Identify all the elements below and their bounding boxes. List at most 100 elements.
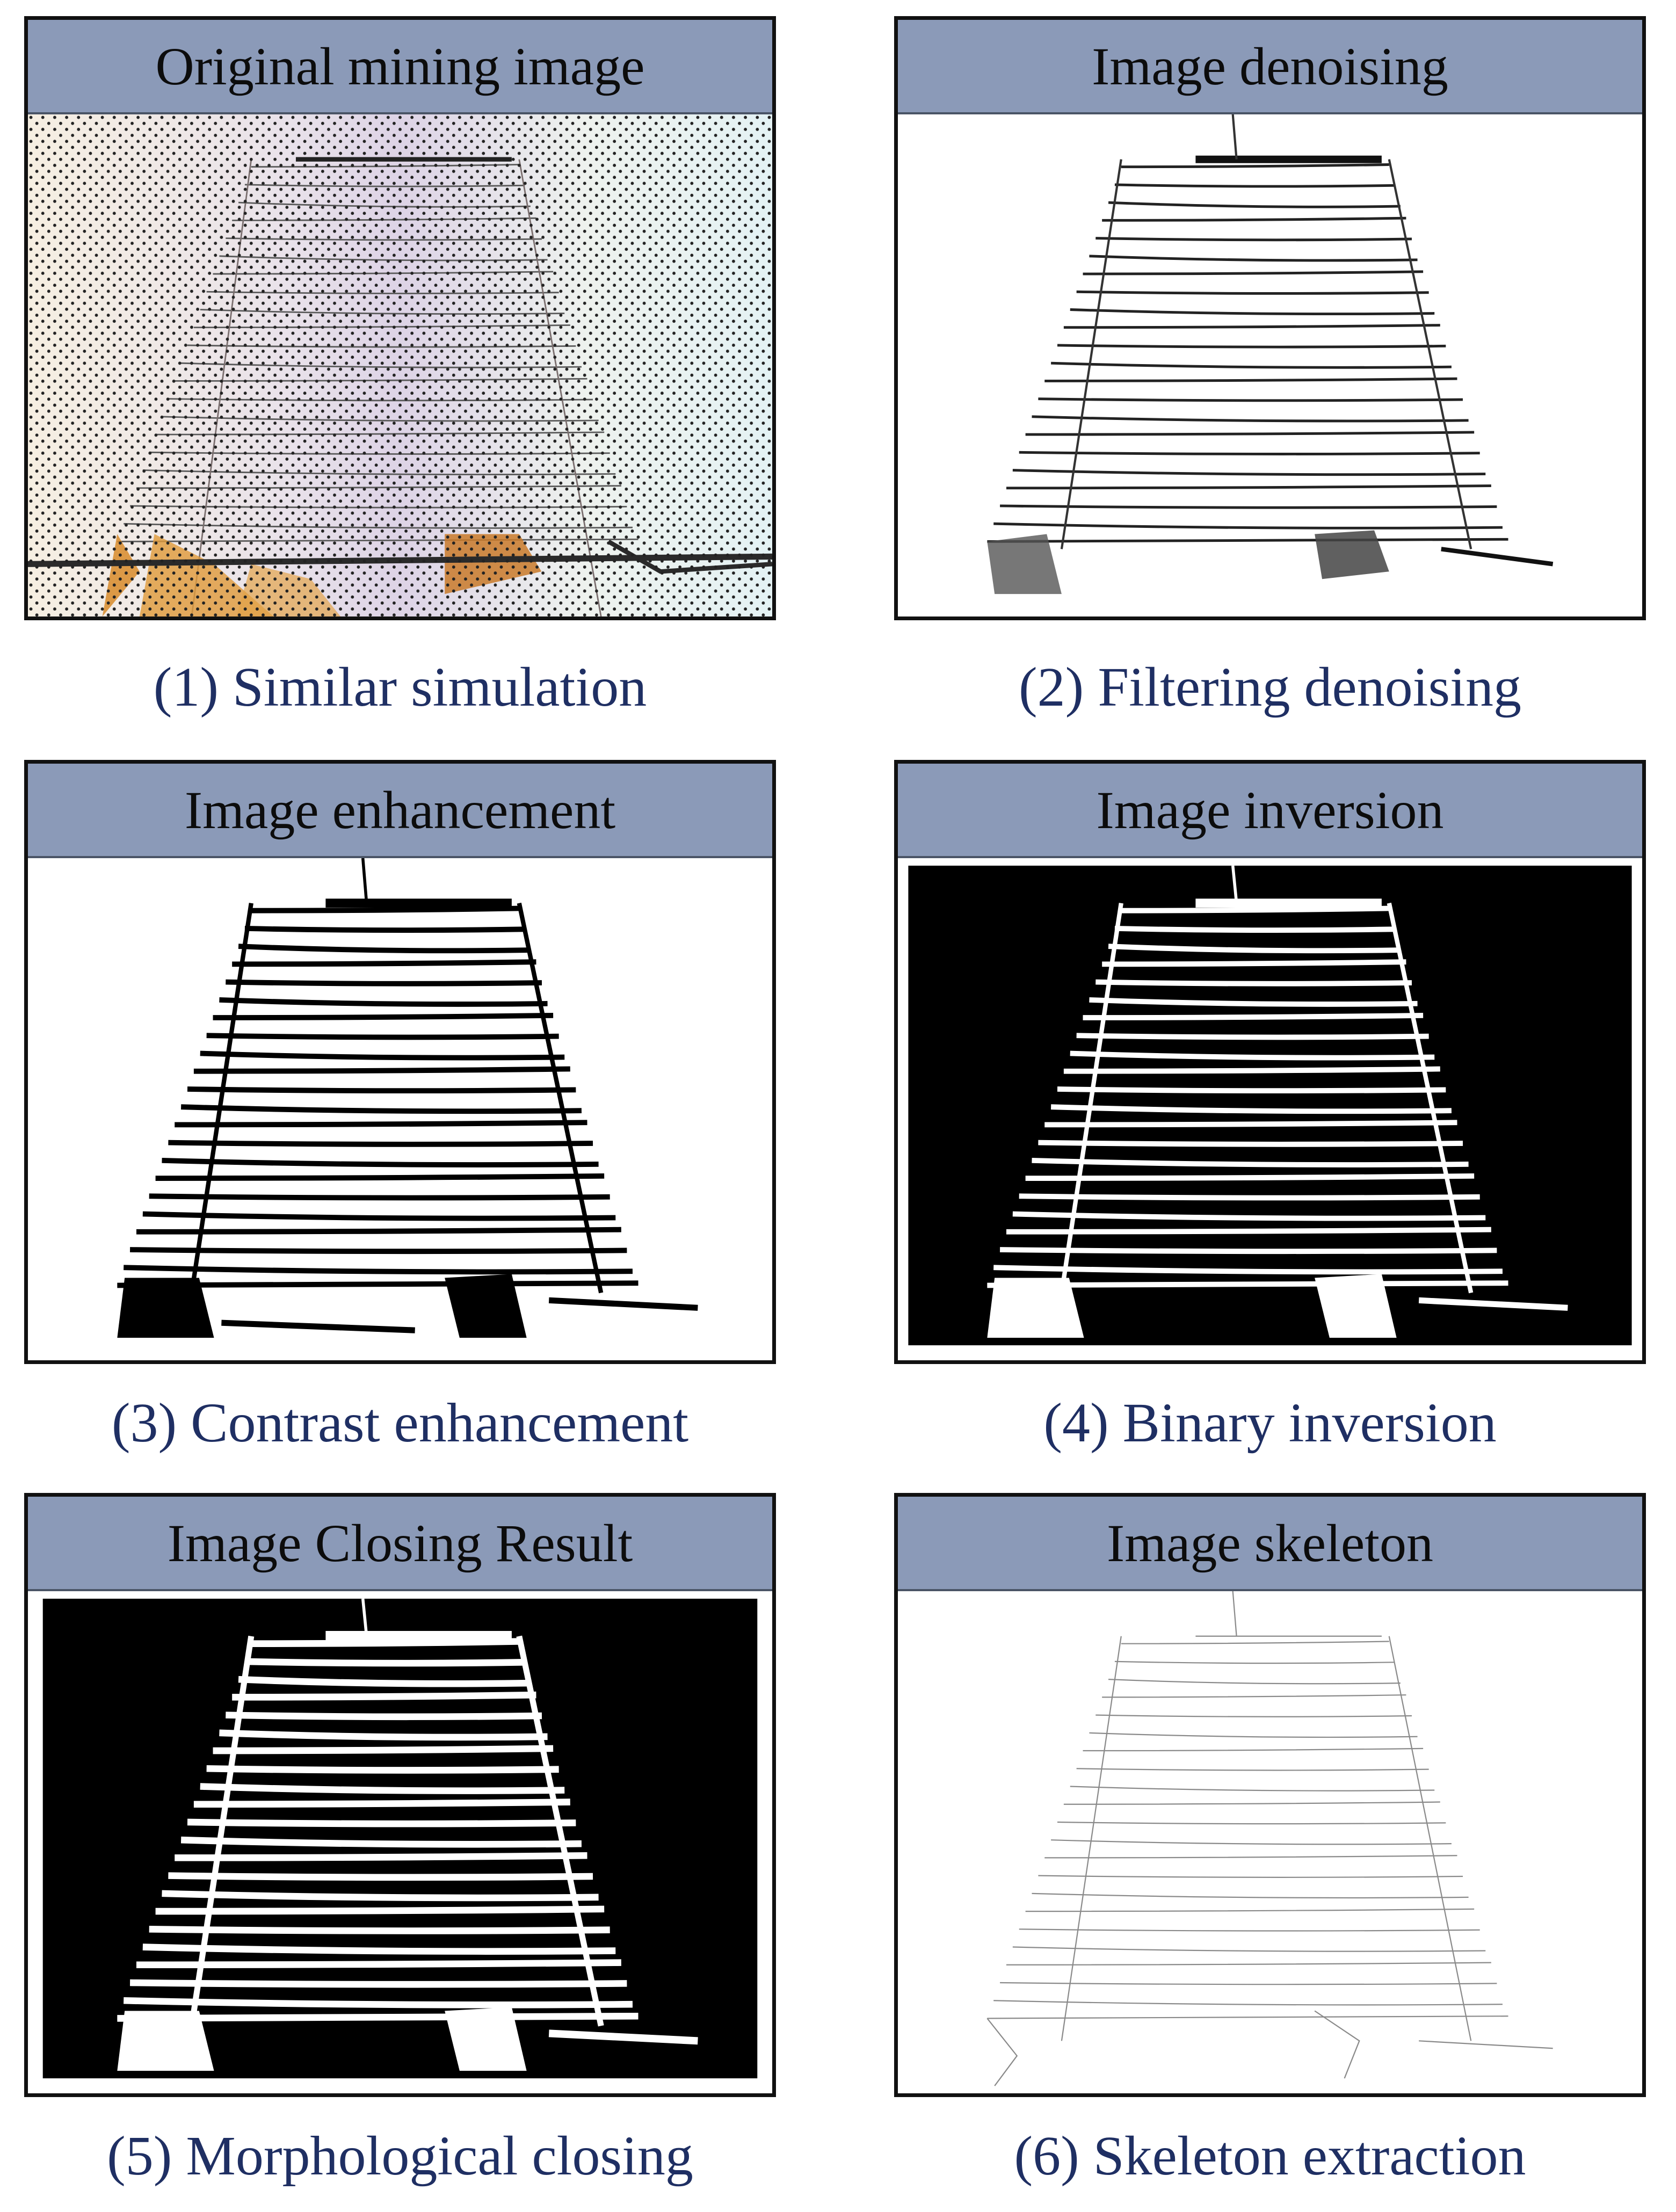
stratum-line [142, 1943, 616, 1955]
stratum-line [1044, 1855, 1457, 1859]
closing-result-image [28, 1591, 772, 2093]
stratum-line [1044, 1120, 1457, 1128]
stratum-line [1070, 308, 1435, 316]
stratum-line [168, 1140, 593, 1147]
stratum-line [1095, 237, 1412, 242]
stratum-line [1000, 1247, 1497, 1254]
stratum-line [1006, 1962, 1491, 1966]
stratum-line [1083, 1747, 1424, 1752]
caption-filtering-denoising: (2) Filtering denoising [1019, 656, 1521, 718]
stratum-line [1089, 997, 1418, 1007]
stratum-line [1019, 1928, 1480, 1932]
stratum-line [130, 1979, 627, 1988]
stratum-line [1025, 431, 1475, 436]
stratum-line [993, 522, 1503, 530]
stratum-line [1012, 469, 1486, 476]
stratum-line [232, 959, 536, 967]
caption-binary-inversion: (4) Binary inversion [1043, 1392, 1497, 1454]
stratum-line [251, 905, 519, 913]
stratum-line [180, 1836, 582, 1848]
stratum-line [226, 979, 542, 987]
panel-title: Image Closing Result [28, 1497, 772, 1591]
stratum-line [1057, 1086, 1446, 1094]
stratum-line [142, 1211, 616, 1221]
stratum-line [136, 1959, 621, 1969]
panel-image-closing-result: Image Closing Result [24, 1493, 776, 2097]
stratum-line [1006, 484, 1491, 490]
stratum-line [219, 997, 548, 1007]
panel-title: Original mining image [28, 20, 772, 114]
stratum-line [226, 1711, 542, 1721]
stratum-line [1063, 1801, 1440, 1805]
stratum-line [244, 926, 525, 933]
stratum-line [1032, 1892, 1469, 1899]
enhanced-image [28, 858, 772, 1360]
stratum-line [1076, 290, 1429, 295]
stratum-line [1032, 415, 1469, 423]
stratum-line [1025, 1908, 1475, 1912]
stratum-line [1121, 1641, 1389, 1644]
stratum-line [1095, 979, 1412, 987]
stratum-line [1057, 1821, 1446, 1825]
stratum-line [1057, 344, 1446, 349]
stratum-line [1032, 1157, 1469, 1167]
stratum-line [136, 1227, 621, 1235]
stratum-line [1006, 1227, 1491, 1235]
stratum-line [155, 1173, 605, 1181]
stratum-line [155, 1905, 605, 1915]
stratum-line [1044, 377, 1457, 382]
panel-title: Image denoising [898, 20, 1642, 114]
stratum-line [1089, 1732, 1418, 1738]
stratum-line [1038, 1140, 1463, 1147]
stratum-line [1114, 1660, 1395, 1664]
stratum-line [1038, 397, 1463, 402]
denoised-image [898, 114, 1642, 617]
stratum-line [1000, 504, 1497, 509]
stratum-line [251, 1638, 519, 1647]
stratum-line [149, 1193, 610, 1201]
stratum-line [1050, 1104, 1452, 1114]
stratum-line [200, 1050, 565, 1061]
stratum-line [1108, 1679, 1401, 1685]
stratum-line [1000, 1982, 1497, 1985]
stratum-line [232, 1691, 536, 1701]
original-mining-image [28, 114, 772, 617]
stratum-line [187, 1818, 576, 1827]
skeleton-image [898, 1591, 1642, 2093]
stratum-line [1076, 1033, 1429, 1040]
stratum-line [1114, 183, 1395, 188]
stratum-line [193, 1066, 570, 1074]
stratum-line [1012, 1211, 1486, 1221]
stratum-line [1102, 1694, 1406, 1698]
panel-image-denoising: Image denoising [894, 16, 1646, 620]
caption-similar-simulation: (1) Similar simulation [153, 656, 647, 718]
stratum-line [1063, 1066, 1440, 1074]
stratum-line [213, 1012, 554, 1020]
stratum-line [175, 1120, 587, 1128]
stratum-line [1114, 926, 1395, 933]
stratum-line [213, 1745, 554, 1754]
stratum-line [206, 1765, 559, 1774]
stratum-line [1051, 361, 1452, 369]
stratum-line [219, 1729, 548, 1741]
stratum-line [180, 1104, 582, 1114]
panel-image-inversion: Image inversion [894, 760, 1646, 1364]
panel-image-skeleton: Image skeleton [894, 1493, 1646, 2097]
stratum-line [1108, 944, 1401, 954]
panel-image-enhancement: Image enhancement [24, 760, 776, 1364]
stratum-line [175, 1852, 587, 1861]
stratum-line [162, 1890, 599, 1902]
stratum-line [1070, 1786, 1435, 1792]
stratum-line [1095, 1714, 1412, 1717]
stratum-line [1121, 163, 1389, 169]
stratum-line [1051, 1839, 1452, 1845]
stratum-line [1019, 1193, 1480, 1201]
stratum-line [238, 944, 531, 954]
stratum-line [206, 1033, 559, 1040]
stratum-line [1121, 905, 1389, 913]
stratum-line [187, 1086, 576, 1094]
stratum-line [987, 2015, 1508, 2019]
stratum-line [130, 1247, 627, 1254]
stratum-line [1012, 1946, 1486, 1952]
stratum-line [1019, 451, 1480, 455]
